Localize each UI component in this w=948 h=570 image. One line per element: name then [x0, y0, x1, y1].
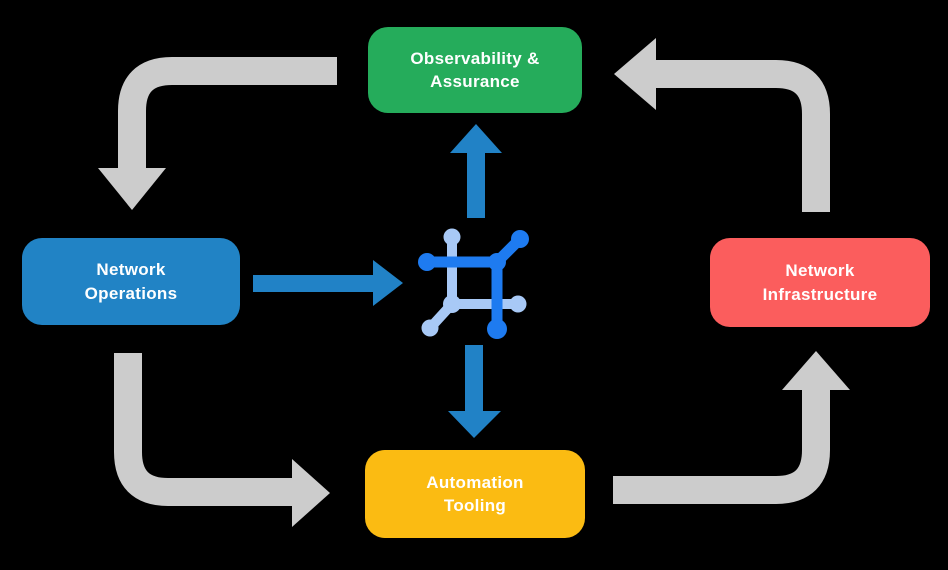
arrow-observability-to-operations [98, 57, 337, 210]
arrow-center-to-automation [448, 345, 501, 438]
arrowhead-right-icon [292, 459, 330, 527]
arrow-operations-to-automation [114, 353, 330, 527]
node-label-line: Network [785, 261, 855, 281]
arrow-operations-to-center [253, 260, 403, 306]
node-label-line: Network [96, 260, 166, 280]
arrowhead-left-icon [614, 38, 656, 110]
node-observability-assurance: Observability & Assurance [368, 27, 582, 113]
node-network-operations: Network Operations [22, 238, 240, 325]
node-label-line: Observability & [410, 48, 540, 68]
network-nodes-icon [418, 228, 529, 339]
arrow-automation-to-infrastructure [613, 351, 850, 504]
node-network-infrastructure: Network Infrastructure [710, 238, 930, 327]
node-label-line: Assurance [430, 72, 520, 91]
arrowhead-up-icon [782, 351, 850, 390]
node-label-line: Infrastructure [762, 284, 878, 304]
node-label-line: Tooling [443, 496, 507, 515]
node-label-line: Operations [84, 283, 178, 303]
arrowhead-right-icon [373, 260, 403, 306]
arrowhead-up-icon [450, 124, 502, 153]
arrowhead-down-icon [98, 168, 166, 210]
arrowhead-down-icon [448, 411, 501, 438]
arrow-infrastructure-to-observability [614, 38, 830, 212]
arrow-center-to-observability [450, 124, 502, 218]
node-automation-tooling: Automation Tooling [365, 450, 585, 538]
node-label-line: Automation [426, 472, 524, 492]
